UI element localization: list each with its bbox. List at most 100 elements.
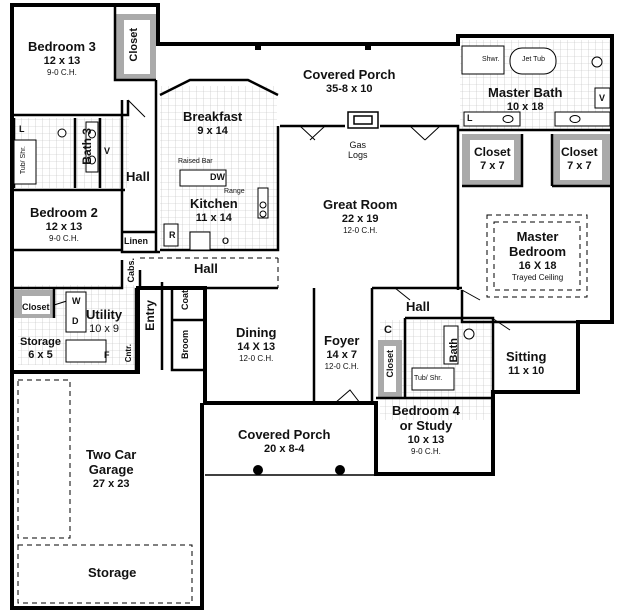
room-dims: 27 x 23: [92, 477, 130, 490]
covered-porch-rear-label: Covered Porch 35-8 x 10: [303, 67, 395, 96]
refrigerator-mark: R: [169, 230, 176, 240]
bedroom-3-label: Bedroom 3 12 x 13 9-0 C.H.: [28, 39, 96, 77]
bath-3-label: Bath 3: [80, 128, 94, 165]
room-ceiling: 9-0 C.H.: [411, 446, 441, 456]
room-dims: 16 X 18: [518, 259, 557, 272]
hall-left-label: Hall: [126, 169, 150, 185]
room-name: Sitting: [506, 349, 547, 364]
room-name: Breakfast: [183, 109, 243, 124]
room-name: Great Room: [323, 197, 398, 212]
oven-mark: O: [222, 236, 230, 246]
closet-b3-label: Closet: [128, 28, 140, 62]
room-name: Utility: [86, 307, 123, 322]
breakfast-label: Breakfast 9 x 14: [183, 109, 243, 138]
room-dims: 11 x 10: [508, 364, 545, 377]
entry-label: Entry: [143, 300, 157, 331]
utility-label: Utility 10 x 9: [86, 307, 123, 336]
coat-closet-label: Coat: [180, 290, 190, 310]
gas-text: Gas: [349, 140, 367, 150]
room-ceiling: 12-0 C.H.: [343, 225, 378, 235]
range-label: Range: [224, 188, 245, 195]
room-name: Foyer: [324, 333, 360, 348]
logs-text: Logs: [348, 150, 368, 161]
garage-storage-label: Storage: [88, 565, 137, 581]
hall-name: Hall: [126, 169, 150, 184]
fixtures: [13, 45, 611, 391]
tub-shower-b4-label: Tub/ Shr.: [414, 375, 443, 382]
sitting-label: Sitting 11 x 10: [506, 349, 547, 378]
room-name: Closet: [561, 145, 598, 159]
room-dims: 14 X 13: [237, 340, 276, 353]
room-name: Bedroom 3: [28, 39, 96, 54]
kitchen-label: Kitchen 11 x 14: [190, 196, 238, 225]
tub-shower-left-label: Tub/ Shr.: [20, 146, 27, 175]
washer-mark: W: [72, 296, 81, 306]
counter-label: Cntr.: [124, 344, 133, 363]
shower-label: Shwr.: [482, 56, 500, 63]
room-name: Dining: [236, 325, 277, 340]
room-dims: 6 x 5: [28, 348, 53, 361]
room-ceiling: 12-0 C.H.: [239, 353, 274, 363]
great-room-label: Great Room 22 x 19 12-0 C.H.: [323, 197, 398, 235]
interior-walls: [12, 5, 612, 403]
dining-label: Dining 14 X 13 12-0 C.H.: [236, 325, 277, 363]
master-closet-right-label: Closet 7 x 7: [561, 145, 598, 172]
room-dims: 12 x 13: [45, 220, 83, 233]
room-dims: 22 x 19: [341, 212, 379, 225]
room-dims: 14 x 7: [326, 348, 357, 361]
bedroom-4-label: Bedroom 4 or Study 10 x 13 9-0 C.H.: [392, 403, 460, 456]
room-name-2: Garage: [88, 461, 134, 477]
dryer-mark: D: [72, 316, 79, 326]
hall-name: Hall: [194, 261, 218, 276]
room-dims: 35-8 x 10: [326, 82, 373, 95]
freezer-mark: F: [104, 350, 110, 360]
room-dims: 12 x 13: [43, 54, 81, 67]
room-dims: 7 x 7: [480, 159, 505, 172]
broom-closet-label: Broom: [180, 330, 190, 359]
room-dims: 10 x 13: [407, 433, 445, 446]
dashed-lines: [17, 214, 588, 604]
doors: [53, 99, 511, 404]
bath3-linen-mark: L: [19, 124, 25, 134]
master-bath-label: Master Bath 10 x 18: [488, 85, 563, 114]
room-name-1: Two Car: [86, 447, 137, 462]
room-name: Closet: [474, 145, 511, 159]
room-ceiling: 12-0 C.H.: [324, 361, 359, 371]
room-dims: 7 x 7: [567, 159, 592, 172]
fireplace: [347, 111, 379, 129]
storage-small-label: Storage 6 x 5: [20, 336, 61, 361]
porch-posts: [253, 44, 371, 475]
room-name: Covered Porch: [238, 427, 331, 442]
garage-label: Two Car Garage 27 x 23: [86, 447, 137, 491]
room-name: Master Bath: [488, 85, 563, 100]
jet-tub-label: Jet Tub: [522, 56, 545, 63]
bath3-vanity-mark: V: [104, 146, 111, 156]
dishwasher-label: DW: [210, 172, 225, 182]
covered-porch-front-label: Covered Porch 20 x 8-4: [238, 427, 331, 456]
hall-right-label: Hall: [406, 299, 430, 315]
raised-bar-label: Raised Bar: [178, 158, 213, 165]
room-dims: 9 x 14: [197, 124, 228, 137]
foyer-label: Foyer 14 x 7 12-0 C.H.: [324, 333, 360, 371]
gas-logs-label: Gas Logs: [348, 140, 368, 161]
master-closet-left-label: Closet 7 x 7: [474, 145, 511, 172]
breakfast-bay-window: [159, 78, 279, 97]
room-dims: 11 x 14: [195, 211, 232, 224]
hall-name: Hall: [406, 299, 430, 314]
room-name: Bedroom 2: [30, 205, 98, 220]
room-name: Storage: [20, 336, 61, 348]
closet-c-mark: C: [384, 324, 392, 336]
room-name-2: or Study: [399, 417, 453, 433]
room-dims: 20 x 8-4: [264, 442, 305, 455]
room-dims: 10 x 18: [506, 100, 544, 113]
master-bedroom-label: Master Bedroom 16 X 18 Trayed Ceiling: [509, 229, 566, 282]
room-ceiling: 9-0 C.H.: [49, 233, 79, 243]
linen-label: Linen: [124, 236, 148, 246]
room-name: Storage: [88, 565, 137, 580]
closet-b2-label: Closet: [22, 302, 50, 312]
hall-center-label: Hall: [194, 261, 218, 277]
room-name-1: Bedroom 4: [392, 403, 460, 418]
room-name-1: Master: [516, 229, 559, 244]
bedroom-2-label: Bedroom 2 12 x 13 9-0 C.H.: [30, 205, 98, 243]
